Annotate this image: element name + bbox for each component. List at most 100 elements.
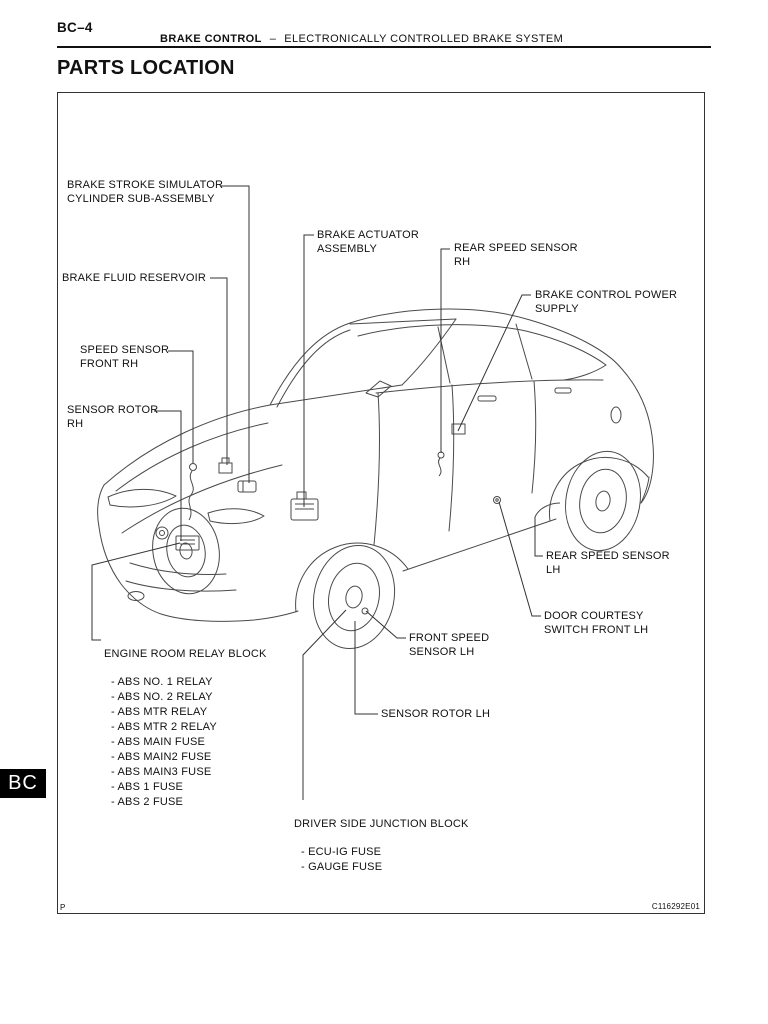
callout-brake-stroke-simulator: BRAKE STROKE SIMULATOR CYLINDER SUB-ASSE… bbox=[67, 179, 224, 205]
brake-control-power-supply-icon bbox=[451, 423, 466, 435]
grille-line-1 bbox=[129, 562, 227, 575]
leader-engine-room-relay-block bbox=[91, 542, 181, 641]
brake-fluid-reservoir-icon bbox=[218, 457, 233, 474]
callout-front-speed-sensor-lh: FRONT SPEED SENSOR LH bbox=[409, 632, 490, 658]
beltline bbox=[375, 379, 604, 394]
hood-seam bbox=[115, 422, 269, 492]
callout-sub-item: - ABS 1 FUSE bbox=[111, 781, 184, 793]
callout-engine-room-relay-block: ENGINE ROOM RELAY BLOCK - ABS NO. 1 RELA… bbox=[104, 633, 267, 824]
windshield-top bbox=[349, 318, 457, 325]
b-pillar bbox=[437, 326, 451, 384]
door-handle-rear bbox=[554, 387, 572, 394]
page-title: PARTS LOCATION bbox=[57, 57, 235, 79]
callout-driver-side-junction-block: DRIVER SIDE JUNCTION BLOCK - ECU-IG FUSE… bbox=[294, 803, 469, 889]
front-right-wheel bbox=[152, 507, 220, 595]
component-icons bbox=[175, 423, 561, 615]
emblem-outer bbox=[155, 526, 169, 540]
callout-brake-fluid-reservoir: BRAKE FLUID RESERVOIR bbox=[62, 272, 206, 284]
headlamp-far bbox=[207, 508, 265, 525]
leader-sensor-rotor-rh bbox=[154, 410, 182, 541]
car-body bbox=[97, 308, 654, 622]
leader-brake-stroke-simulator bbox=[221, 185, 250, 483]
callout-speed-sensor-front-rh: SPEED SENSOR FRONT RH bbox=[80, 344, 170, 370]
callout-item-list: - ABS NO. 1 RELAY - ABS NO. 2 RELAY - ABS … bbox=[104, 675, 267, 810]
leader-speed-sensor-front-rh bbox=[168, 350, 194, 463]
callout-title: DRIVER SIDE JUNCTION BLOCK bbox=[294, 818, 469, 830]
parts-location-figure: BRAKE STROKE SIMULATOR CYLINDER SUB-ASSE… bbox=[57, 92, 705, 914]
emblem-inner bbox=[159, 530, 165, 536]
callout-sensor-rotor-lh: SENSOR ROTOR LH bbox=[381, 708, 491, 720]
rear-left-wheel bbox=[565, 450, 641, 552]
callout-door-courtesy-switch: DOOR COURTESY SWITCH FRONT LH bbox=[544, 610, 649, 636]
section-header: BRAKE CONTROL–ELECTRONICALLY CONTROLLED … bbox=[160, 33, 563, 45]
leader-lines bbox=[91, 185, 543, 800]
callout-sub-item: - ABS MTR 2 RELAY bbox=[111, 721, 217, 733]
callout-sub-item: - ABS NO. 2 RELAY bbox=[111, 691, 213, 703]
headlamp-near bbox=[107, 488, 177, 508]
front-speed-sensor-lh-icon bbox=[361, 607, 369, 615]
callout-sub-item: - ECU-IG FUSE bbox=[301, 846, 382, 858]
speed-sensor-front-rh-icon bbox=[188, 463, 197, 521]
callout-sub-item: - GAUGE FUSE bbox=[301, 861, 383, 873]
leader-brake-actuator bbox=[303, 234, 314, 507]
windshield-right-pillar bbox=[401, 318, 457, 386]
callout-title: ENGINE ROOM RELAY BLOCK bbox=[104, 648, 267, 660]
car-silhouette bbox=[103, 308, 654, 504]
car-parts-diagram bbox=[91, 185, 654, 800]
door-handle-front bbox=[477, 395, 497, 402]
leader-rear-speed-sensor-lh bbox=[534, 517, 543, 557]
callout-sub-item: - ABS 2 FUSE bbox=[111, 796, 184, 808]
leader-sensor-rotor-lh bbox=[354, 621, 378, 715]
rear-door-seam bbox=[531, 380, 537, 494]
callout-sensor-rotor-rh: SENSOR ROTOR RH bbox=[67, 404, 159, 430]
leader-door-courtesy-switch bbox=[498, 501, 541, 617]
brake-stroke-simulator-icon bbox=[237, 480, 257, 493]
mid-door-seam bbox=[448, 384, 455, 532]
callout-sub-item: - ABS MAIN3 FUSE bbox=[111, 766, 212, 778]
engine-room-relay-block-icon bbox=[175, 535, 200, 551]
figure-code: C116292E01 bbox=[651, 902, 700, 911]
header-rule bbox=[57, 46, 711, 48]
callout-brake-control-power-supply: BRAKE CONTROL POWER SUPPLY bbox=[535, 289, 678, 315]
side-mirror bbox=[365, 380, 392, 398]
fender-line bbox=[121, 464, 283, 534]
front-door-seam bbox=[373, 392, 380, 546]
cowl-line bbox=[269, 384, 403, 406]
callout-brake-actuator: BRAKE ACTUATOR ASSEMBLY bbox=[317, 229, 420, 255]
rear-speed-sensor-rh-icon bbox=[437, 451, 445, 477]
section-edge-tab-label: BC bbox=[8, 772, 38, 794]
leader-front-speed-sensor-lh bbox=[365, 610, 406, 639]
callout-rear-speed-sensor-lh: REAR SPEED SENSOR LH bbox=[546, 550, 670, 576]
leader-brake-fluid-reservoir bbox=[210, 277, 228, 465]
page-code: BC–4 bbox=[57, 20, 93, 35]
rear-speed-sensor-lh-icon bbox=[534, 502, 561, 518]
door-courtesy-switch-icon bbox=[493, 496, 501, 504]
fuel-door bbox=[610, 406, 622, 424]
grille-line-2 bbox=[125, 580, 237, 592]
callout-rear-speed-sensor-rh: REAR SPEED SENSOR RH bbox=[454, 242, 578, 268]
c-pillar bbox=[515, 323, 533, 380]
leader-driver-side-junction-block bbox=[302, 609, 347, 800]
section-edge-tab: BC bbox=[0, 769, 46, 798]
rocker-line bbox=[402, 518, 557, 572]
section-title: BRAKE CONTROL bbox=[160, 33, 262, 45]
callout-item-list: - ECU-IG FUSE - GAUGE FUSE bbox=[294, 845, 469, 875]
callout-sub-item: - ABS NO. 1 RELAY bbox=[111, 676, 213, 688]
section-separator: – bbox=[269, 33, 277, 45]
front-left-wheel bbox=[312, 544, 396, 650]
front-wheel-arch bbox=[295, 542, 409, 613]
section-subtitle: ELECTRONICALLY CONTROLLED BRAKE SYSTEM bbox=[284, 33, 564, 45]
front-face bbox=[97, 484, 299, 622]
callout-sub-item: - ABS MTR RELAY bbox=[111, 706, 208, 718]
callout-sub-item: - ABS MAIN2 FUSE bbox=[111, 751, 212, 763]
a-pillar-inner bbox=[276, 329, 351, 408]
figure-footer-mark: P bbox=[60, 903, 66, 912]
callout-sub-item: - ABS MAIN FUSE bbox=[111, 736, 206, 748]
fog-lamp bbox=[127, 591, 145, 601]
wheels bbox=[152, 450, 641, 650]
quarter-window-edge bbox=[563, 364, 607, 381]
window-top-line bbox=[357, 324, 607, 366]
leader-rear-speed-sensor-rh bbox=[440, 248, 450, 453]
rear-bumper-edge bbox=[640, 476, 650, 504]
leader-brake-control-power-supply bbox=[457, 294, 531, 432]
